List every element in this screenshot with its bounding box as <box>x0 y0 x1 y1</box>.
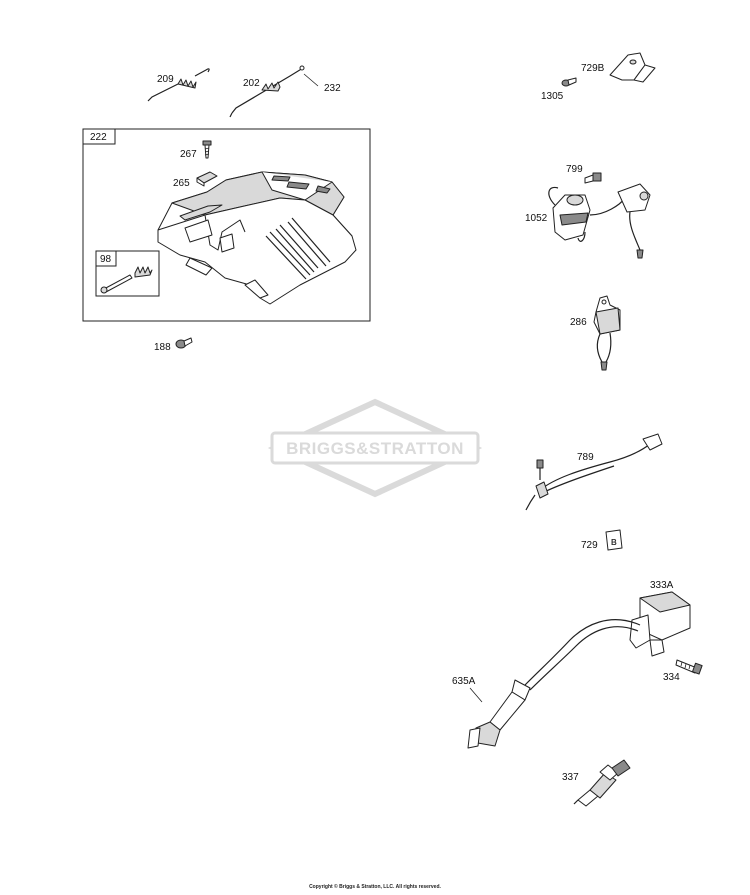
callout-1052: 1052 <box>525 213 548 224</box>
callout-209: 209 <box>157 74 174 85</box>
assembly-222-tab <box>82 128 116 145</box>
callout-334: 334 <box>663 672 680 683</box>
screw-267 <box>202 140 212 159</box>
callout-265: 265 <box>173 178 190 189</box>
copyright-footer: Copyright © Briggs & Stratton, LLC. All … <box>309 884 441 890</box>
assembly-98-tab <box>95 250 117 267</box>
watermark-text: BRIGGS&STRATTON <box>286 439 464 458</box>
screw-334 <box>675 659 703 675</box>
callout-635A: 635A <box>452 676 476 687</box>
callout-202: 202 <box>243 78 260 89</box>
callout-222: 222 <box>90 132 107 143</box>
solenoid-1052 <box>548 183 651 259</box>
callout-286: 286 <box>570 317 587 328</box>
wire-harness-789 <box>525 433 663 511</box>
callout-232: 232 <box>324 83 341 94</box>
callout-729B: 729B <box>581 63 605 74</box>
callout-188: 188 <box>154 342 171 353</box>
callout-267: 267 <box>180 149 197 160</box>
control-panel-222 <box>157 171 357 305</box>
callout-789: 789 <box>577 452 594 463</box>
rod-202 <box>229 65 305 118</box>
briggs-stratton-watermark: BRIGGS&STRATTON <box>267 398 483 498</box>
assembly-98-frame <box>95 250 160 297</box>
screw-799 <box>584 172 602 184</box>
callout-337: 337 <box>562 772 579 783</box>
callout-98: 98 <box>100 254 112 265</box>
ignition-coil-333A <box>629 591 691 657</box>
bracket-729B <box>609 52 656 83</box>
spark-plug-boot-635A <box>467 679 531 749</box>
screw-188 <box>175 337 193 349</box>
callout-729: 729 <box>581 540 598 551</box>
callout-333A: 333A <box>650 580 674 591</box>
callout-799: 799 <box>566 164 583 175</box>
tag-729: B <box>605 529 623 551</box>
screw-1305 <box>561 77 577 87</box>
clip-265 <box>196 171 218 187</box>
spring-209 <box>147 68 210 102</box>
module-286 <box>593 295 621 371</box>
tag-729-letter: B <box>611 538 617 547</box>
assembly-222-frame <box>82 128 371 322</box>
pin-and-spring-98 <box>100 266 153 294</box>
callout-1305: 1305 <box>541 91 564 102</box>
spark-plug-337 <box>573 759 631 807</box>
